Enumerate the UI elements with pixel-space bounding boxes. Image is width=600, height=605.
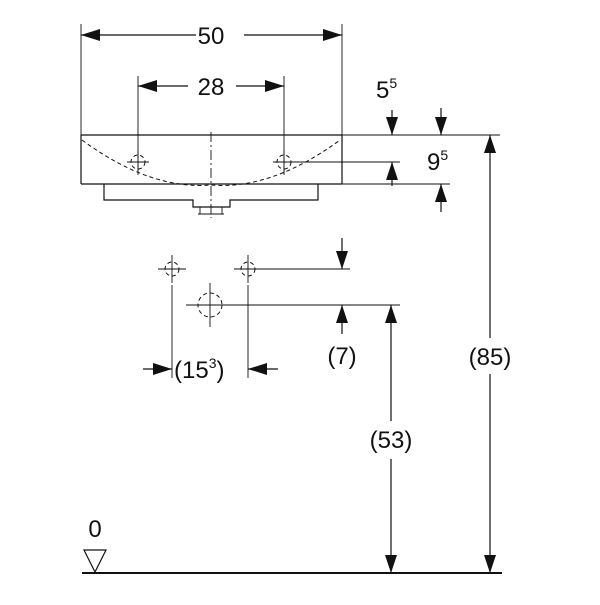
arrow-head-right xyxy=(265,80,284,92)
arrow-head-left xyxy=(248,363,267,375)
floor-level-label: 0 xyxy=(88,516,101,543)
arrow-head-up xyxy=(385,305,397,323)
supply-connection-left xyxy=(158,255,186,283)
arrow-head-left xyxy=(81,29,100,41)
total-height-label: (85) xyxy=(469,344,512,371)
tap-hole-right xyxy=(273,151,295,173)
level-marker-triangle xyxy=(83,549,107,574)
floor-reference: 0 xyxy=(82,516,502,574)
arrow-head-down xyxy=(386,117,398,135)
tap-hole-spacing-dimension: 28 xyxy=(137,74,285,175)
waste-spacing-label: (153) xyxy=(174,355,224,384)
arrow-head-right xyxy=(153,363,172,375)
supply-connections xyxy=(158,255,350,283)
washbasin-front-view xyxy=(80,132,343,218)
arrow-head-left xyxy=(138,80,157,92)
tap-hole-drop-label: 95 xyxy=(427,147,448,176)
waste-spacing-dimension: (153) xyxy=(143,355,278,384)
rim-offset-label: 55 xyxy=(376,75,397,104)
arrow-head-right xyxy=(323,29,342,41)
tap-hole-left xyxy=(127,151,149,173)
waste-height-dimension: (53) xyxy=(370,305,413,573)
waste-offset-dimension: (7) xyxy=(327,238,357,370)
total-height-dimension: (85) xyxy=(469,135,512,573)
arrow-head-up xyxy=(484,135,496,153)
tap-hole-spacing-label: 28 xyxy=(198,74,225,101)
arrow-head-down xyxy=(336,251,348,269)
supply-connection-right xyxy=(234,255,262,283)
arrow-head-up xyxy=(435,184,447,202)
arrow-head-down xyxy=(435,117,447,135)
arrow-head-down xyxy=(385,555,397,573)
arrow-head-down xyxy=(484,555,496,573)
arrow-head-up xyxy=(336,305,348,323)
waste-height-label: (53) xyxy=(370,427,413,454)
waste-connection xyxy=(171,283,400,378)
width-dimension: 50 xyxy=(80,23,343,135)
arrow-head-up xyxy=(386,162,398,180)
rim-and-tap-hole-dimensions: 55 95 xyxy=(292,75,500,212)
waste-offset-label: (7) xyxy=(327,343,356,370)
bowl-inner-contour xyxy=(81,139,341,186)
basin-underside xyxy=(103,184,319,208)
overall-width-label: 50 xyxy=(198,23,225,50)
